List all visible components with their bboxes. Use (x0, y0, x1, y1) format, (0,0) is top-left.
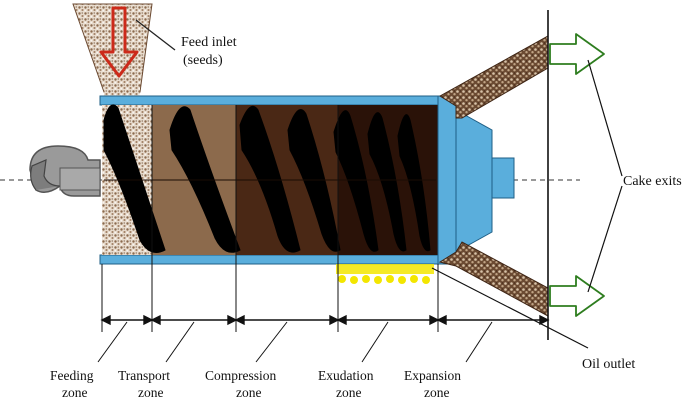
zone-label-transport: Transport (118, 368, 170, 383)
zone-labels: Feeding zone Transport zone Compression … (50, 368, 461, 400)
zone-label-compression-sub: zone (236, 385, 261, 400)
zone-label-expansion: Expansion (404, 368, 461, 383)
zone-label-feeding-sub: zone (62, 385, 87, 400)
zone-label-leaders (97, 321, 493, 363)
zone-label-compression: Compression (205, 368, 277, 383)
barrel-end-die (437, 95, 515, 265)
barrel-bottom-wall (99, 254, 457, 265)
oil-droplets (336, 264, 434, 284)
down-arrow-icon (99, 6, 139, 78)
zone-label-feeding: Feeding (50, 368, 94, 383)
lower-cake-channel (438, 241, 549, 317)
feed-inlet-sublabel: (seeds) (183, 53, 223, 68)
rotation-arrow-icon (29, 145, 101, 197)
zone-label-exudation-sub: zone (336, 385, 361, 400)
zone-boundaries (101, 105, 439, 332)
hopper-neck (104, 78, 140, 96)
feed-inlet-leader (135, 19, 176, 51)
right-arrow-icon (549, 33, 605, 317)
upper-cake-channel (439, 35, 549, 119)
cake-exits-leaders (587, 59, 623, 293)
oil-outlet-leader (431, 267, 589, 349)
oil-outlet-label: Oil outlet (582, 357, 635, 372)
feed-inlet-label: Feed inlet (181, 35, 237, 50)
zone-label-exudation: Exudation (318, 368, 374, 383)
cake-exits-label: Cake exits (623, 174, 682, 189)
zone-label-transport-sub: zone (138, 385, 163, 400)
zone-label-expansion-sub: zone (424, 385, 449, 400)
barrel-top-wall (99, 95, 457, 106)
zone-dimension-arrows (100, 314, 550, 326)
